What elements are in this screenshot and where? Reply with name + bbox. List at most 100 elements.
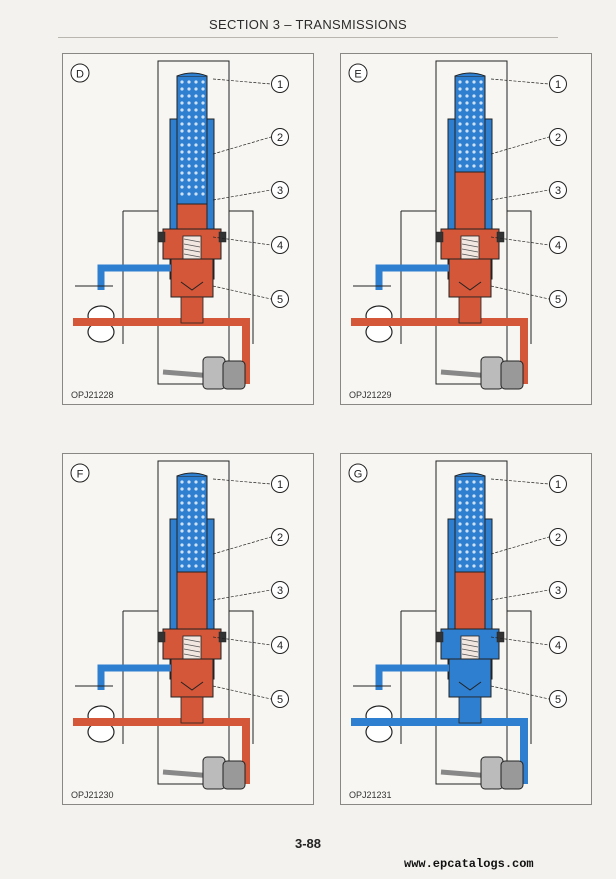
panel-letter: F [77,469,84,481]
spring-coil-dot [201,501,205,505]
callout-leader [212,136,272,155]
figure-code: OPJ21228 [71,390,114,400]
spring-coil-dot [472,164,476,168]
callout-number: 3 [555,585,561,597]
callout-number: 1 [277,479,283,491]
feed-riser [180,696,204,724]
spring-coil-dot [180,94,184,98]
inner-spring-coil [461,243,479,248]
spring-coil-dot [465,529,469,533]
spring-coil-dot [187,157,191,161]
spring-coil-dot [201,543,205,547]
poppet [458,281,482,291]
callout-circle [549,475,567,493]
spring-coil-dot [479,522,483,526]
callout-leader [490,78,550,85]
spring-coil-dot [201,101,205,105]
spring-coil-dot [201,115,205,119]
spring-coil-dot [472,529,476,533]
spring-coil-dot [187,87,191,91]
spring-coil-dot [180,557,184,561]
spring-coil-dot [479,508,483,512]
spring-coil-dot [472,87,476,91]
spring-coil-dot [472,515,476,519]
spring-coil-dot [472,150,476,154]
spring-coil-dot [180,529,184,533]
coupling-body [202,756,226,790]
spring-coil-dot [194,557,198,561]
inner-spring-coil [461,653,479,658]
inner-spring-coil [183,648,201,653]
panel-letter: G [354,469,363,481]
spring-coil-dot [180,157,184,161]
spring-coil-dot [180,150,184,154]
spring-coil-dot [479,480,483,484]
spring-coil-dot [465,508,469,512]
spring-coil-dot [180,522,184,526]
spring-coil-dot [472,543,476,547]
valve-seat [170,258,214,298]
spring-coil-dot [472,136,476,140]
spring-coil-dot [201,94,205,98]
spring-coil-dot [458,515,462,519]
spring-coil-dot [187,94,191,98]
spring-coil-dot [458,136,462,140]
inner-spring-coil [461,643,479,648]
spring-coil-dot [187,494,191,498]
callout-number: 4 [277,640,283,652]
spring-coil-dot [472,487,476,491]
inner-spring-coil [183,248,201,253]
figure-code: OPJ21230 [71,790,114,800]
spring-coil-dot [180,122,184,126]
spring-coil-dot [180,108,184,112]
callout-circle [549,75,567,93]
spring-coil-dot [180,87,184,91]
spring-coil-dot [187,564,191,568]
spring-coil-dot [201,150,205,154]
header-rule [58,37,558,38]
spring-coil-dot [465,543,469,547]
callout-circle [271,475,289,493]
spring-coil-dot [187,543,191,547]
spring-coil-dot [180,508,184,512]
callout-number: 4 [555,640,561,652]
spring-coil-dot [458,487,462,491]
spring-coil-dot [180,185,184,189]
spring-coil-dot [187,536,191,540]
spring-coil-dot [472,94,476,98]
spring-coil-dot [465,101,469,105]
spring-coil-dot [479,501,483,505]
callout-leader [212,589,272,601]
spring-coil-dot [479,143,483,147]
callout-leader [490,536,550,555]
inner-spring-coil [461,648,479,653]
spring-coil-dot [458,564,462,568]
seal-left [157,631,166,643]
callout-leader [212,685,272,700]
spring-coil-dot [194,508,198,512]
seal-right [218,231,227,243]
spring-cap [176,472,208,477]
coupling-gear [500,360,524,390]
spring-coil-dot [465,550,469,554]
watermark-text: www.epcatalogs.com [404,857,534,871]
spring-coil-dot [180,101,184,105]
spring-coil-dot [180,550,184,554]
inner-spring-coil [461,238,479,243]
spring-coil-dot [458,522,462,526]
spring-coil-dot [472,494,476,498]
spring-coil-dot [194,522,198,526]
spring-coil-dot [180,494,184,498]
callout-circle [271,528,289,546]
spring-coil-dot [458,108,462,112]
spring-coil-dot [187,192,191,196]
spring-coil-dot [187,557,191,561]
spring-coil-dot [458,508,462,512]
spring-coil-dot [201,515,205,519]
callout-number: 5 [555,294,561,306]
spring-coil-dot [201,536,205,540]
spring-coil-dot [180,178,184,182]
